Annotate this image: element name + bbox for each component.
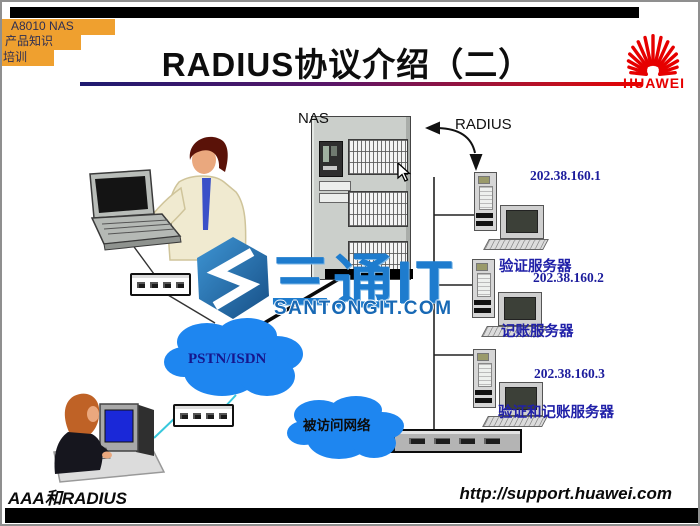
- ip-address-2: 202.38.160.2: [533, 270, 604, 285]
- lan-switch-icon: [387, 429, 522, 453]
- modem-icon-1: [130, 273, 191, 296]
- corner-tag-line-3: 培训: [3, 50, 28, 64]
- pstn-cloud-label: PSTN/ISDN: [188, 351, 267, 367]
- footer-url-text: http://support.huawei.com: [459, 484, 673, 503]
- server-icon-1: [474, 172, 556, 254]
- server-icon-2: [472, 259, 554, 341]
- watermark-brand-text: 三通IT: [270, 249, 456, 316]
- visited-network-cloud-icon: [287, 396, 404, 459]
- corner-tag-step-3: [2, 50, 54, 66]
- corner-tag-step-2: [2, 35, 81, 50]
- mouse-cursor-icon: [397, 163, 412, 182]
- nas-label: NAS: [298, 110, 329, 127]
- nas-control-panel: [319, 141, 343, 177]
- pstn-cloud-icon: [164, 318, 303, 396]
- ip-address-3: 202.38.160.3: [534, 366, 605, 381]
- page-title: RADIUS协议介绍（二）: [161, 46, 533, 83]
- corner-tag-line-1: A8010 NAS: [11, 19, 74, 33]
- nas-cabinet-icon: [311, 116, 413, 280]
- modem-icon-2: [173, 404, 234, 427]
- dialup-user-laptop-icon: [89, 136, 247, 261]
- watermark-domain-text: SANTONGIT.COM: [274, 298, 453, 319]
- radius-label: RADIUS: [455, 116, 512, 133]
- footer-left-text: AAA和RADIUS: [8, 489, 127, 508]
- server-icon-3: [473, 349, 555, 431]
- auth-acct-server-label: 验证和记账服务器: [498, 405, 614, 421]
- acct-server-label: 记账服务器: [501, 324, 574, 340]
- visited-network-label: 被访问网络: [303, 418, 371, 433]
- title-underline: [80, 82, 642, 86]
- santongit-logo-icon: [197, 237, 269, 319]
- huawei-logo-icon: [626, 34, 680, 76]
- bottom-bar: [5, 508, 698, 523]
- dialup-user-desktop-icon: [53, 393, 166, 483]
- ip-address-1: 202.38.160.1: [530, 168, 601, 183]
- corner-tag-step-1: [2, 19, 115, 35]
- nas-base: [325, 269, 413, 279]
- huawei-logo-text: HUAWEI: [623, 75, 685, 91]
- top-divider-bar: [10, 7, 639, 18]
- auth-server-label: 验证服务器: [499, 259, 572, 275]
- corner-tag-line-2: 产品知识: [5, 34, 54, 48]
